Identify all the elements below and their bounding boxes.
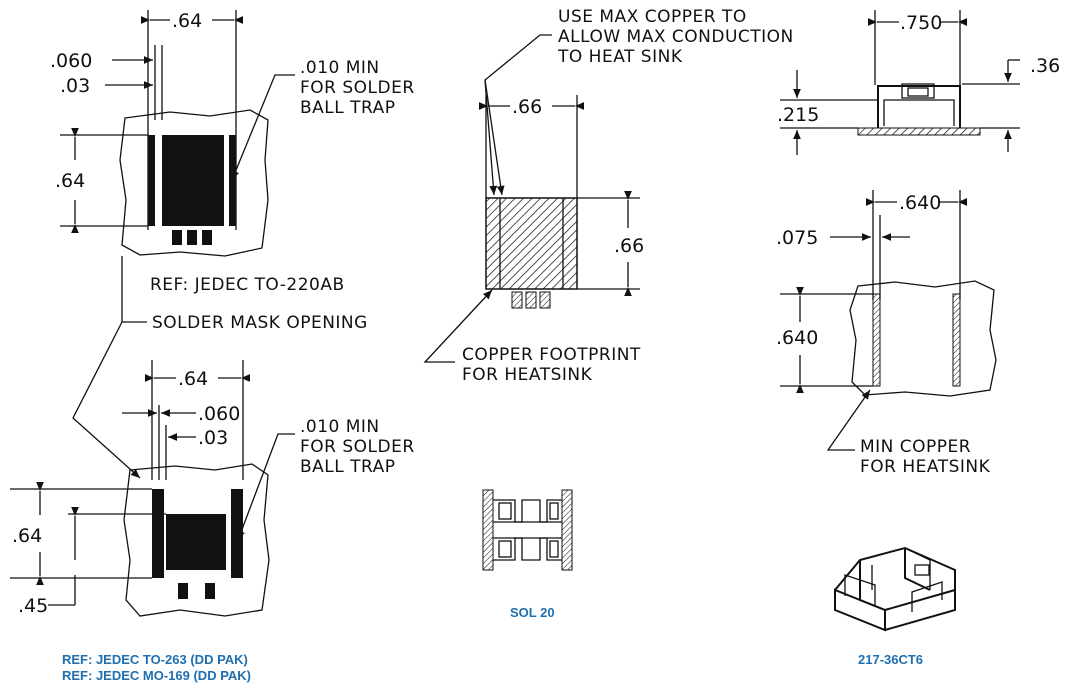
note-line3: BALL TRAP <box>300 457 396 477</box>
ref-label: REF: JEDEC TO-220AB <box>150 275 345 295</box>
footprint-line2: FOR HEATSINK <box>462 365 593 385</box>
dim-width: .64 <box>172 10 202 32</box>
min-copper-line1: MIN COPPER <box>860 437 971 457</box>
sol20-caption: SOL 20 <box>510 605 555 620</box>
note-line1: .010 MIN <box>300 417 380 437</box>
board-outline <box>119 109 269 257</box>
right-heatsink-side-view: .750 .36 .215 <box>777 10 1060 155</box>
min-copper-line2: FOR HEATSINK <box>860 457 991 477</box>
top-left-footprint: .64 .060 .03 .64 .010 MIN FOR SOLDER BAL… <box>50 10 415 333</box>
dim-height: .66 <box>614 235 644 257</box>
dim-03: .03 <box>198 427 228 449</box>
dim-03: .03 <box>60 75 90 97</box>
dim-075: .075 <box>776 227 818 249</box>
dim-height: .64 <box>55 170 85 192</box>
sol20-clip-drawing: SOL 20 <box>482 489 573 620</box>
note-line3: TO HEAT SINK <box>557 47 683 67</box>
dim-060: .060 <box>198 403 240 425</box>
solder-mask-label: SOLDER MASK OPENING <box>152 313 368 333</box>
board-outline <box>123 463 270 617</box>
note-line2: FOR SOLDER <box>300 78 415 98</box>
side-pad-right <box>229 135 236 226</box>
dim-height: .64 <box>12 525 42 547</box>
dim-060: .060 <box>50 50 92 72</box>
note-line2: ALLOW MAX CONDUCTION <box>558 27 794 47</box>
dim-36: .36 <box>1030 55 1060 77</box>
note-line1: .010 MIN <box>300 58 380 78</box>
note-line1: USE MAX COPPER TO <box>558 7 747 27</box>
note-line2: FOR SOLDER <box>300 437 415 457</box>
right-heatsink-footprint: .640 .075 .640 MIN COPPER FOR HEATSINK <box>776 190 997 477</box>
caption-mo169: REF: JEDEC MO-169 (DD PAK) <box>62 668 251 683</box>
caption-to263: REF: JEDEC TO-263 (DD PAK) <box>62 652 248 667</box>
dim-215: .215 <box>777 104 819 126</box>
dim-width: .66 <box>512 96 542 118</box>
dim-640-height: .640 <box>776 327 818 349</box>
dim-750: .750 <box>900 12 942 34</box>
dim-640-width: .640 <box>899 192 941 214</box>
side-pad-left <box>148 135 155 226</box>
center-pad <box>162 135 224 226</box>
dim-width: .64 <box>178 368 208 390</box>
middle-heatsink-footprint: USE MAX COPPER TO ALLOW MAX CONDUCTION T… <box>423 7 794 385</box>
dim-45: .45 <box>18 595 48 617</box>
note-line3: BALL TRAP <box>300 98 396 118</box>
part-caption: 217-36CT6 <box>858 652 923 667</box>
clip-3d-drawing: 217-36CT6 <box>834 546 956 667</box>
footprint-line1: COPPER FOOTPRINT <box>462 345 641 365</box>
bottom-left-footprint: .64 .060 .03 .64 .45 .010 MIN FOR SOLDER… <box>10 360 415 683</box>
